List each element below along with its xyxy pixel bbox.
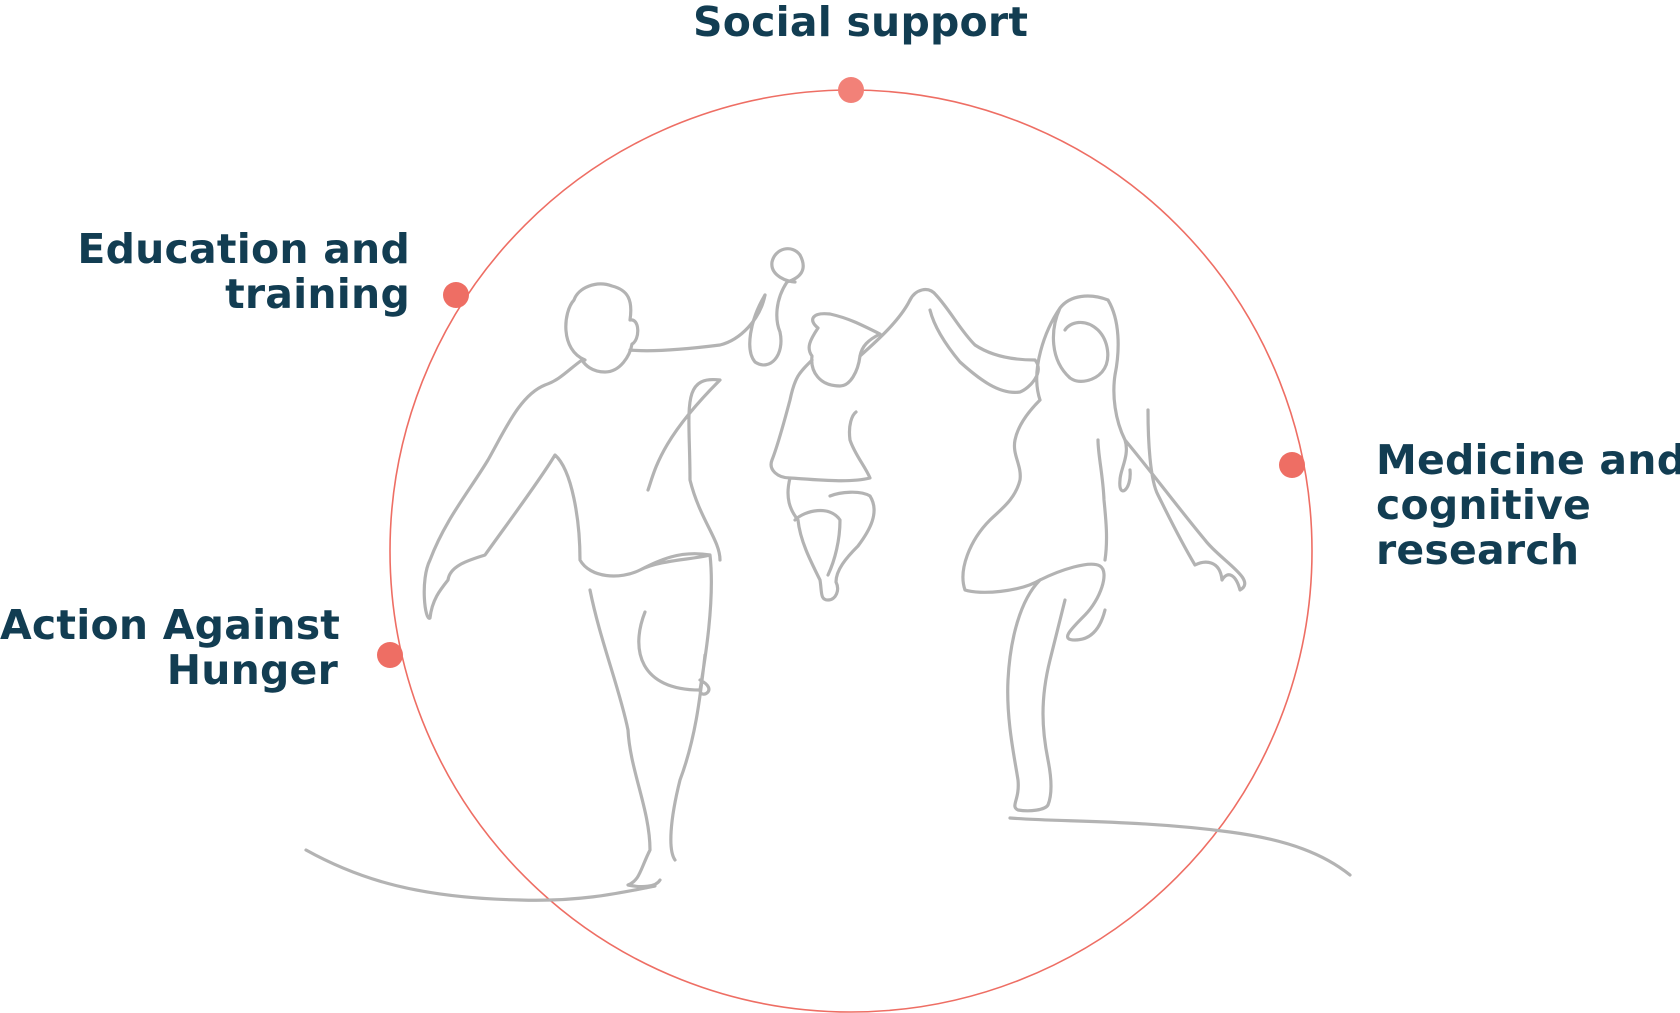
node-dot-medicine[interactable] <box>1279 452 1305 478</box>
label-social-support-line-1: Social support <box>693 0 1029 46</box>
child-figure <box>769 298 912 602</box>
node-dot-education[interactable] <box>443 282 469 308</box>
label-medicine-and-cognitive-research[interactable]: Medicine and cognitive research <box>1376 438 1680 573</box>
father-figure <box>422 282 767 889</box>
node-dot-social-support[interactable] <box>838 77 864 103</box>
label-medicine-line-1: Medicine and <box>1376 436 1680 484</box>
label-social-support[interactable]: Social support <box>693 0 1029 46</box>
raised-hands <box>748 247 805 367</box>
label-hunger-line-2: Hunger <box>166 646 338 694</box>
label-action-against-hunger[interactable]: Action Against Hunger <box>0 601 341 694</box>
label-education-line-2: training <box>225 270 410 318</box>
ground-line-left <box>304 848 657 902</box>
family-line-illustration <box>304 247 1352 902</box>
label-education-and-training[interactable]: Education and training <box>60 227 410 317</box>
node-dot-hunger[interactable] <box>377 642 403 668</box>
label-medicine-line-2: cognitive <box>1376 481 1592 529</box>
ground-line-right <box>1008 816 1352 877</box>
label-hunger-line-1: Action Against <box>0 601 341 649</box>
label-medicine-line-3: research <box>1376 526 1580 574</box>
mother-figure <box>908 287 1247 813</box>
label-education-line-1: Education and <box>77 225 410 273</box>
